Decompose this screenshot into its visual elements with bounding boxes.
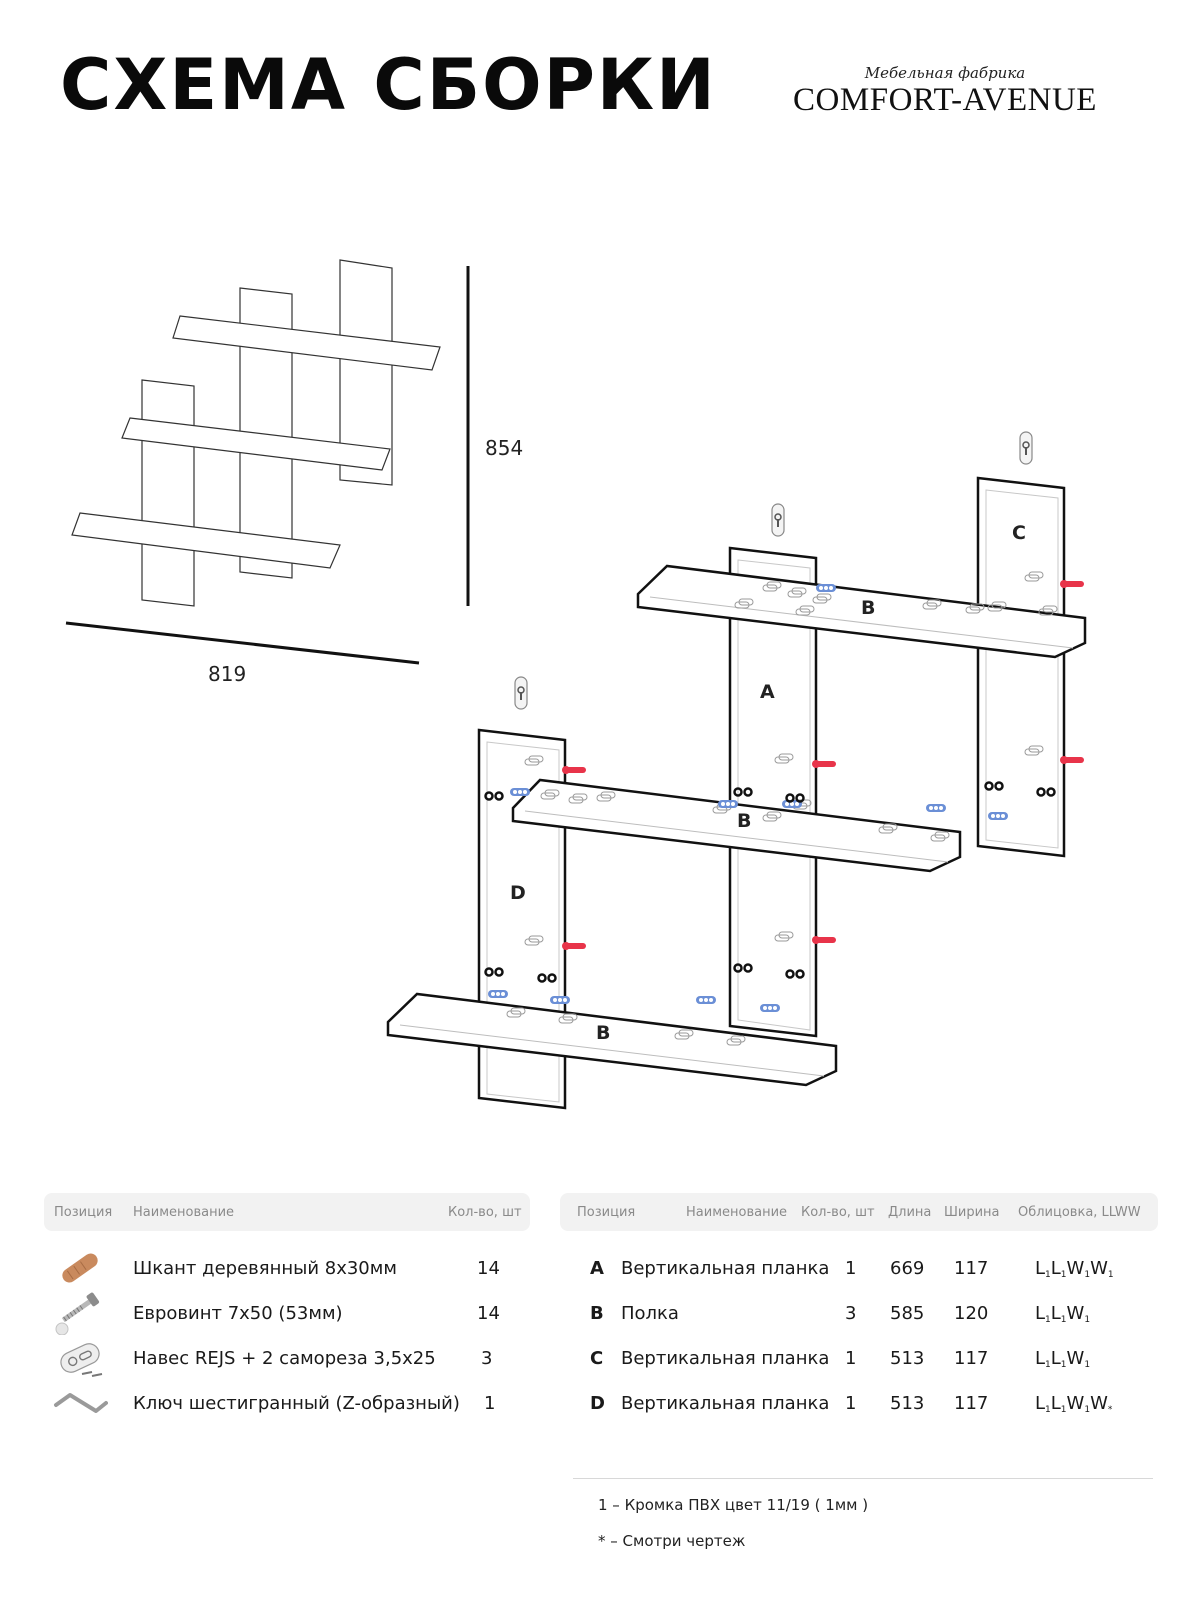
hanger-icon — [1019, 431, 1033, 465]
shelf-b-top — [636, 564, 1087, 659]
part-edging: L1L1W1 — [1035, 1303, 1091, 1325]
part-edging: L1L1W1W* — [1035, 1393, 1113, 1415]
part-position: A — [590, 1258, 604, 1279]
parts-table-header: Позиция Наименование Кол-во, шт Длина Ши… — [560, 1193, 1158, 1231]
part-label-d: D — [510, 882, 526, 904]
hardware-qty: 14 — [477, 1303, 500, 1324]
part-name: Вертикальная планка — [621, 1393, 830, 1414]
shelf-b-middle — [511, 778, 962, 873]
part-length: 513 — [890, 1393, 925, 1414]
part-qty: 1 — [845, 1258, 857, 1279]
part-position: D — [590, 1393, 605, 1414]
header-edging: Облицовка, LLWW — [1018, 1205, 1141, 1220]
shelf-b-bottom — [386, 992, 838, 1087]
parts-row: B Полка 3 585 120 L1L1W1 — [560, 1295, 1158, 1335]
hardware-name: Евровинт 7х50 (53мм) — [133, 1303, 343, 1324]
preview-drawing — [71, 259, 441, 607]
part-name: Вертикальная планка — [621, 1348, 830, 1369]
part-edging: L1L1W1W1 — [1035, 1258, 1114, 1280]
hardware-name: Ключ шестигранный (Z-образный) — [133, 1393, 460, 1414]
part-label-b: B — [861, 597, 876, 619]
divider — [573, 1478, 1153, 1479]
width-dimension: 819 — [208, 662, 247, 686]
hardware-qty: 3 — [481, 1348, 493, 1369]
wooden-dowel-icon — [62, 1253, 98, 1283]
hardware-row: Евровинт 7х50 (53мм) 14 — [44, 1292, 530, 1335]
part-label-c: C — [1012, 522, 1026, 544]
hanger-icon — [771, 503, 785, 537]
parts-row: A Вертикальная планка 1 669 117 L1L1W1W1 — [560, 1250, 1158, 1290]
hanger-icon — [514, 676, 528, 710]
hardware-qty: 1 — [484, 1393, 496, 1414]
part-position: B — [590, 1303, 604, 1324]
hardware-row: Шкант деревянный 8х30мм 14 — [44, 1250, 530, 1290]
part-length: 585 — [890, 1303, 925, 1324]
note-edge: 1 – Кромка ПВХ цвет 11/19 ( 1мм ) — [598, 1496, 869, 1514]
brand-logo: Мебельная фабрика COMFORT-AVENUE — [780, 64, 1110, 119]
header-name: Наименование — [686, 1205, 788, 1220]
part-width: 117 — [954, 1393, 989, 1414]
part-length: 669 — [890, 1258, 925, 1279]
part-label-b: B — [596, 1022, 611, 1044]
part-width: 117 — [954, 1258, 989, 1279]
part-name: Полка — [621, 1303, 679, 1324]
hardware-name: Шкант деревянный 8х30мм — [133, 1258, 397, 1279]
hardware-row: Навес REJS + 2 самореза 3,5х25 3 — [44, 1340, 530, 1380]
height-dimension: 854 — [485, 436, 524, 460]
part-label-a: A — [760, 681, 775, 703]
width-dimension-line — [65, 621, 420, 665]
brand-subtitle: Мебельная фабрика — [864, 64, 1026, 82]
parts-row: C Вертикальная планка 1 513 117 L1L1W1 — [560, 1340, 1158, 1380]
note-drawing: * – Смотри чертеж — [598, 1532, 746, 1550]
part-qty: 1 — [845, 1393, 857, 1414]
hanger-bracket-icon — [60, 1343, 103, 1377]
brand-name: COMFORT-AVENUE — [793, 82, 1097, 118]
panel-a — [728, 546, 818, 1038]
page-title: СХЕМА СБОРКИ — [60, 44, 717, 126]
hardware-row: Ключ шестигранный (Z-образный) 1 — [44, 1385, 530, 1425]
hardware-qty: 14 — [477, 1258, 500, 1279]
part-edging: L1L1W1 — [1035, 1348, 1091, 1370]
header-width: Ширина — [944, 1205, 1000, 1220]
euro-screw-icon — [55, 1292, 100, 1335]
part-label-b: B — [737, 810, 752, 832]
part-width: 117 — [954, 1348, 989, 1369]
part-qty: 3 — [845, 1303, 857, 1324]
header-qty: Кол-во, шт — [448, 1205, 522, 1220]
parts-row: D Вертикальная планка 1 513 117 L1L1W1W* — [560, 1385, 1158, 1425]
part-name: Вертикальная планка — [621, 1258, 830, 1279]
header-position: Позиция — [54, 1205, 113, 1220]
hardware-name: Навес REJS + 2 самореза 3,5х25 — [133, 1348, 436, 1369]
part-length: 513 — [890, 1348, 925, 1369]
header-qty: Кол-во, шт — [801, 1205, 875, 1220]
part-width: 120 — [954, 1303, 989, 1324]
header-position: Позиция — [577, 1205, 636, 1220]
header-length: Длина — [888, 1205, 932, 1220]
part-qty: 1 — [845, 1348, 857, 1369]
header-name: Наименование — [133, 1205, 235, 1220]
hex-key-icon — [54, 1393, 108, 1413]
hardware-table-header: Позиция Наименование Кол-во, шт — [44, 1193, 530, 1231]
part-position: C — [590, 1348, 604, 1369]
